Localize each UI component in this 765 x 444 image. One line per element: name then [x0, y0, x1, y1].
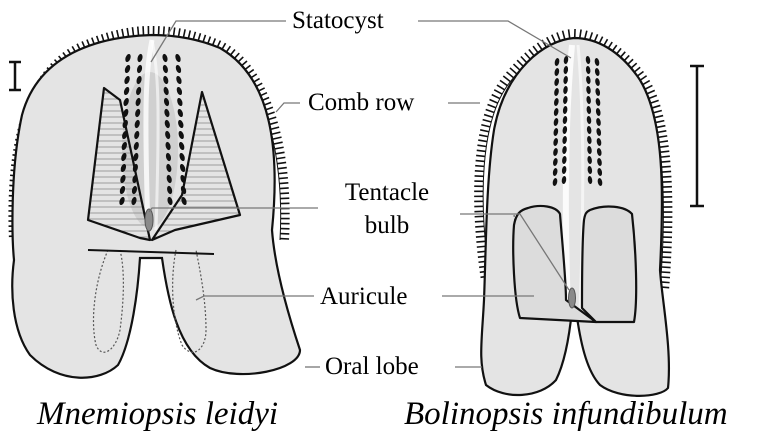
comb-row-leader-left [276, 103, 300, 112]
species-name-left: Mnemiopsis leidyi [37, 398, 278, 431]
label-tentacle-bulb-line1: Tentacle [322, 180, 452, 205]
mnemiopsis-organism [8, 26, 300, 378]
species-name-right: Bolinopsis infundibulum [404, 398, 728, 431]
label-tentacle-bulb: Tentacle bulb [322, 180, 452, 238]
label-statocyst: Statocyst [292, 8, 384, 33]
bolinopsis-scale-bar [690, 66, 704, 206]
bolinopsis-body [481, 38, 669, 396]
label-comb-row: Comb row [308, 90, 414, 115]
mnemiopsis-scale-bar [9, 62, 21, 90]
bolinopsis-organism [474, 29, 704, 396]
label-auricule: Auricule [320, 284, 407, 309]
label-oral-lobe: Oral lobe [325, 354, 419, 379]
label-tentacle-bulb-line2: bulb [322, 213, 452, 238]
